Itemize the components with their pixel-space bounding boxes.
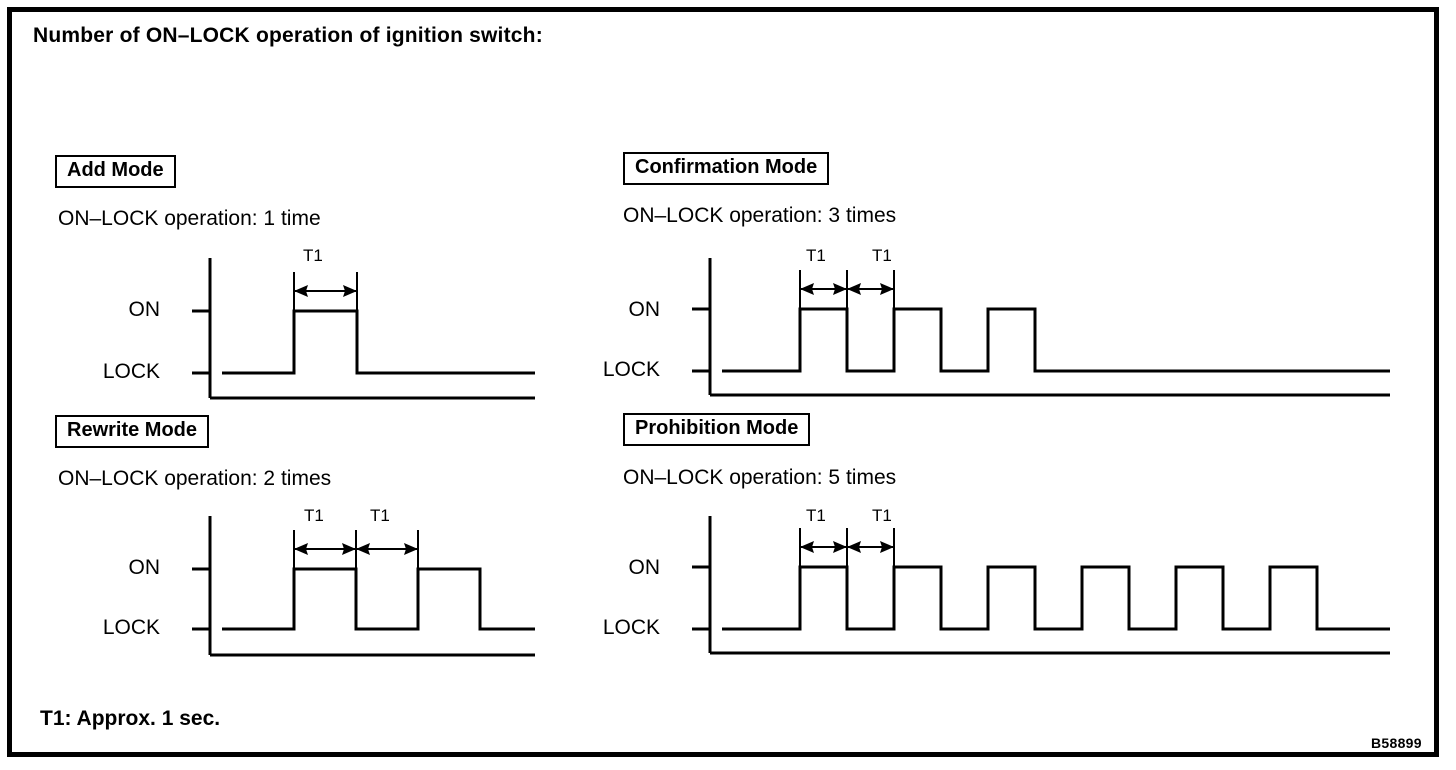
axis-label-on-rewrite: ON: [128, 556, 161, 579]
mode-label-rewrite: Rewrite Mode: [55, 415, 210, 448]
axis-label-on-add: ON: [128, 298, 161, 321]
footnote-t1: T1: Approx. 1 sec.: [40, 707, 221, 730]
mode-label-prohibition: Prohibition Mode: [623, 413, 811, 446]
mode-label-add: Add Mode: [55, 155, 176, 188]
mode-label-confirmation: Confirmation Mode: [623, 152, 830, 185]
axis-label-on-prohibition: ON: [628, 556, 661, 579]
axis-label-lock-confirmation: LOCK: [602, 358, 660, 381]
reference-code: B58899: [1371, 735, 1422, 751]
figure-title: Number of ON–LOCK operation of ignition …: [33, 24, 543, 47]
t1-label-rewrite-2: T1: [370, 506, 390, 525]
t1-label-prohibition-2: T1: [872, 506, 892, 525]
subtitle-rewrite: ON–LOCK operation: 2 times: [58, 467, 332, 490]
figure-border: [7, 7, 1439, 757]
axis-label-lock-add: LOCK: [102, 360, 160, 383]
t1-label-confirmation-2: T1: [872, 246, 892, 265]
axis-label-lock-prohibition: LOCK: [602, 616, 660, 639]
t1-label-rewrite-1: T1: [304, 506, 324, 525]
t1-label-add-1: T1: [303, 246, 323, 265]
axis-label-lock-rewrite: LOCK: [102, 616, 160, 639]
subtitle-add: ON–LOCK operation: 1 time: [58, 207, 321, 230]
t1-label-prohibition-1: T1: [806, 506, 826, 525]
t1-label-confirmation-1: T1: [806, 246, 826, 265]
subtitle-confirmation: ON–LOCK operation: 3 times: [623, 204, 897, 227]
axis-label-on-confirmation: ON: [628, 298, 661, 321]
subtitle-prohibition: ON–LOCK operation: 5 times: [623, 466, 897, 489]
